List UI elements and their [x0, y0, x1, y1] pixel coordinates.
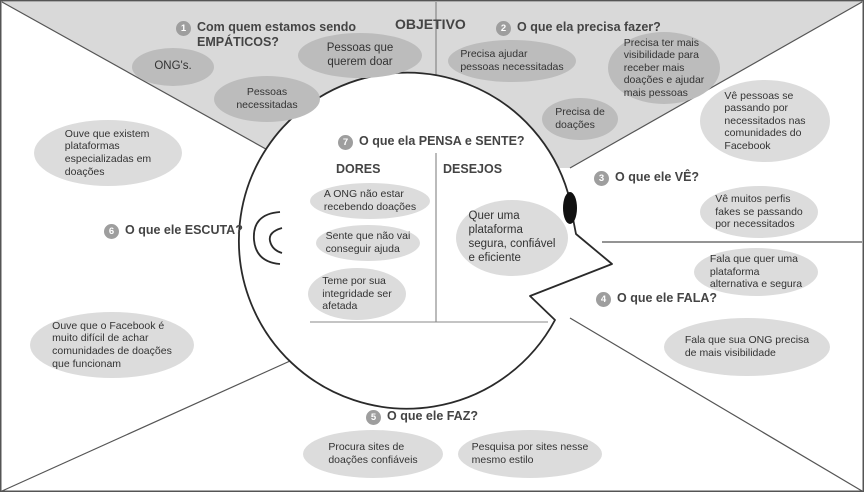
eye [563, 192, 577, 224]
note-ouve-facebook: Ouve que o Facebook é muito difícil de a… [30, 312, 194, 378]
section-do-header: 5 O que ele FAZ? [366, 409, 478, 425]
section-title: Com quem estamos sendo EMPÁTICOS? [197, 20, 357, 49]
section-number-badge: 4 [596, 292, 611, 307]
section-title: O que ele FAZ? [387, 409, 478, 423]
section-title: O que ela PENSA e SENTE? [359, 134, 525, 148]
section-number-badge: 3 [594, 171, 609, 186]
section-number-badge: 5 [366, 410, 381, 425]
gains-label: DESEJOS [443, 162, 503, 176]
note-precisa-ajudar: Precisa ajudar pessoas necessitadas [448, 40, 576, 82]
section-number-badge: 6 [104, 224, 119, 239]
divider-bottom-left [1, 351, 311, 492]
section-title: O que ela precisa fazer? [517, 20, 661, 34]
note-pain-teme-integridade: Teme por sua integridade ser afetada [308, 268, 406, 320]
section-number-badge: 1 [176, 21, 191, 36]
section-title: O que ele ESCUTA? [125, 223, 243, 237]
note-pain-ong-nao-recebendo: A ONG não estar recebendo doações [310, 183, 430, 219]
ear-inner [268, 227, 283, 254]
section-number-badge: 2 [496, 21, 511, 36]
note-pessoas-necessitadas: Pessoas necessitadas [214, 76, 320, 122]
note-pain-sente-sem-ajuda: Sente que não vai conseguir ajuda [316, 225, 420, 261]
section-do-goal-header: 2 O que ela precisa fazer? [496, 20, 661, 36]
divider-top-left [1, 1, 301, 169]
section-say-header: 4 O que ele FALA? [596, 291, 717, 307]
note-ongs: ONG's. [132, 48, 214, 86]
note-procura-sites: Procura sites de doações confiáveis [303, 430, 443, 478]
section-think-feel-header: 7 O que ela PENSA e SENTE? [338, 134, 525, 150]
section-hear-header: 6 O que ele ESCUTA? [104, 223, 243, 239]
divider-bottom-right [569, 317, 863, 492]
objective-label: OBJETIVO [395, 16, 466, 32]
note-pessoas-que-querem-doar: Pessoas que querem doar [298, 33, 422, 78]
note-ve-perfis-fakes: Vê muitos perfis fakes se passando por n… [700, 186, 818, 238]
divider-top-right [569, 1, 863, 169]
note-pesquisa-sites: Pesquisa por sites nesse mesmo estilo [458, 430, 602, 478]
section-number-badge: 7 [338, 135, 353, 150]
section-empathy-header: 1 Com quem estamos sendo EMPÁTICOS? [176, 20, 356, 50]
pains-label: DORES [336, 162, 381, 176]
note-ve-pessoas-passando: Vê pessoas se passando por necessitados … [700, 80, 830, 162]
note-ouve-plataformas: Ouve que existem plataformas especializa… [34, 120, 182, 186]
note-gain-quer-plataforma: Quer uma plataforma segura, confiável e … [456, 200, 568, 276]
note-precisa-visibilidade: Precisa ter mais visibilidade para receb… [608, 32, 720, 104]
note-precisa-doacoes: Precisa de doações [542, 98, 618, 140]
section-see-header: 3 O que ele VÊ? [594, 170, 699, 186]
section-title: O que ele FALA? [617, 291, 718, 305]
note-fala-visibilidade: Fala que sua ONG precisa de mais visibil… [664, 318, 830, 376]
note-fala-plataforma: Fala que quer uma plataforma alternativa… [694, 248, 818, 296]
ear-outline [253, 211, 281, 265]
section-title: O que ele VÊ? [615, 170, 700, 184]
head-outline [238, 71, 613, 410]
